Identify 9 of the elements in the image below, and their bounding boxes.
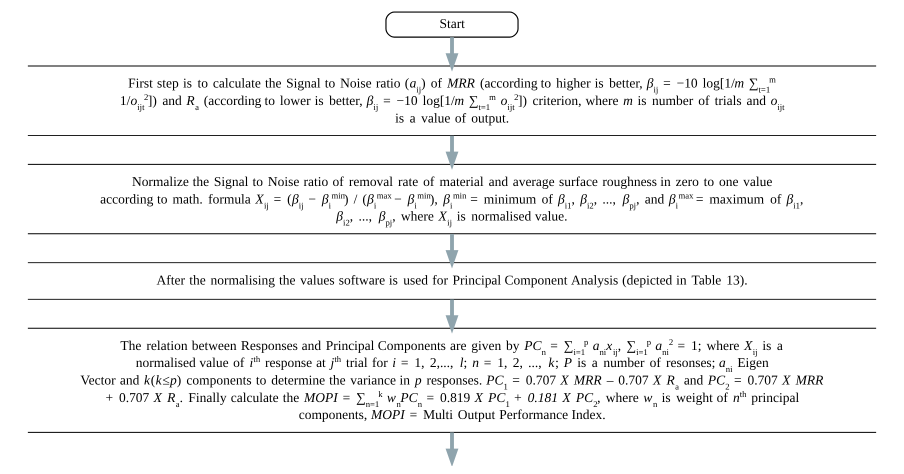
arrow xyxy=(446,299,458,334)
arrow xyxy=(446,432,458,466)
arrow xyxy=(446,136,458,170)
node-text: Normalize the Signal to Noise ratio of removal rate of material and average surface roughness in zero to one value according to math. formula X$_{ij}$ = (β$_{ij}$ − β$_{i}$$^{min}$) / (β$_{i}$$^{max}$ − β$_{i}$$^{min}$), β$_{i}$$^{min}$ = minimum of β$_{i1}$, β$_{i2}$, ..., β$_{pj}$, and β$_{i}$$^{max}$ = maximum of β$_{i1}$, β$_{i2}$, ..., β$_{pj}$, where X$_{ij}$ is normalised value. xyxy=(100,174,804,228)
arrow xyxy=(446,234,458,268)
node-text: After the normalising the values software is used for Principal Component Analysis (depicted in Table 13). xyxy=(156,272,748,288)
arrow xyxy=(446,37,458,72)
node-text: The relation between Responses and Principal Components are given by PC$_{n}$ = ∑$_{i=1}$$^{p}$ a$_{ni}$x$_{ij}$, ∑$_{i=1}$$^{p}$ a$_{ni}$$^{2}$ = 1; where X$_{ij}$ is a normalised value of i$^{th}$ response at j$^{th}$ trial for i= 1, 2,..., l; n= 1, 2, ..., k; P is a number of resonses; a$_{ni}$ Eigen Vector and k(k≤p) components to determine the variance in p responses. PC$_{1}$ = 0.707 X MRR – 0.707 X R$_{a}$ and PC$_{2}$ = 0.707 X MRR + 0.707 X R$_{a}$. Finally calculate the MOPI = ∑$_{n=1}$$^{k}$ w$_{n}$PC$_{n}$ = 0.819 X PC$_{1}$ + 0.181 X PC$_{2}$, where w$_{n}$ is weight of n$^{th}$ principal components, MOPI = Multi Output Performance Index. xyxy=(80,336,824,422)
node-box: Start xyxy=(385,11,519,38)
